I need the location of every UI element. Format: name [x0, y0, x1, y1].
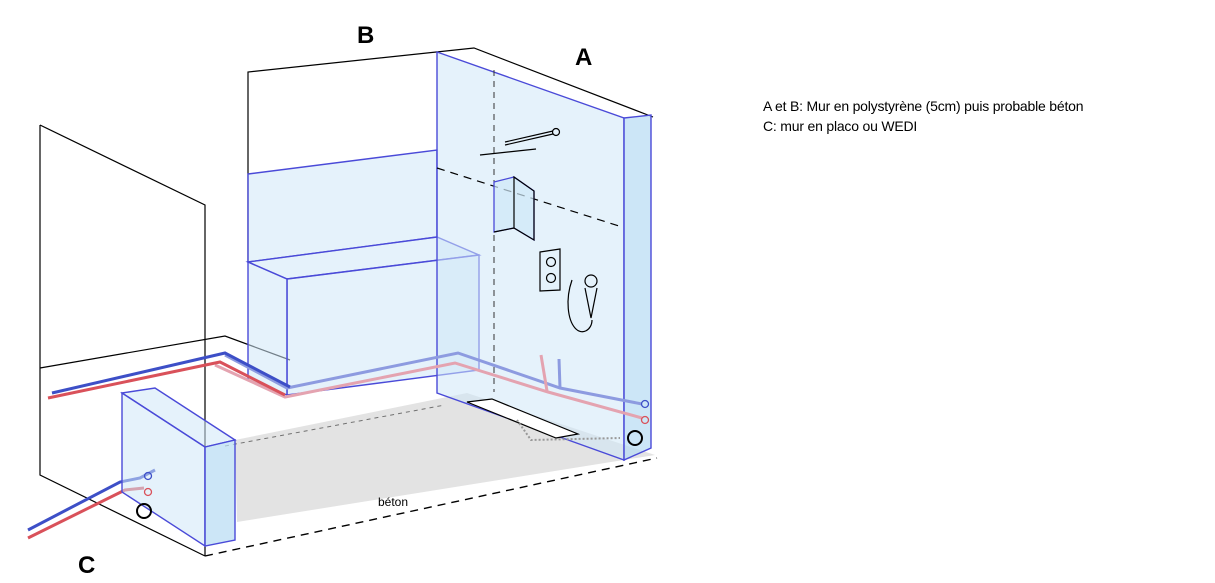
- label-wall-a: A: [575, 44, 592, 71]
- wall-a-diagonal-dashed: [436, 167, 623, 228]
- wall-niche-icon: [493, 175, 535, 242]
- cold-connector-c-icon: [143, 471, 153, 481]
- pipe-hot-upper: [47, 360, 286, 400]
- pipe-riser-cold: [557, 358, 562, 389]
- hand-shower-icon: [567, 274, 598, 333]
- floor-edge-dashed-back: [224, 404, 446, 447]
- wall-a-edge: [623, 114, 652, 462]
- legend-line-c: C: mur en placo ou WEDI: [763, 118, 918, 134]
- wall-a-panel: [436, 51, 625, 461]
- pipe-cold-hidden: [224, 351, 643, 406]
- cold-connector-a-icon: [640, 399, 650, 409]
- pipe-cold-upper: [51, 351, 291, 395]
- floor-edge-dashed-front: [204, 457, 658, 557]
- legend-line-ab: A et B: Mur en polystyrène (5cm) puis pr…: [763, 98, 1084, 114]
- shower-mixer-icon: [539, 248, 561, 292]
- wall-b-outline: [247, 47, 654, 174]
- pipe-hot-hidden: [214, 361, 643, 420]
- drain-outlet-c-icon: [136, 503, 152, 519]
- label-floor: béton: [378, 495, 408, 509]
- label-wall-c: C: [78, 552, 95, 579]
- bench-side: [247, 260, 288, 397]
- wall-c-box-side: [204, 439, 236, 547]
- label-wall-b: B: [357, 22, 374, 49]
- overhead-shower-icon: [479, 127, 561, 156]
- hot-connector-c-icon: [143, 487, 153, 497]
- wall-c-outline-lower: [39, 125, 206, 557]
- hot-connector-a-icon: [640, 415, 650, 425]
- drain-outlet-a-icon: [627, 430, 643, 446]
- pipe-riser-hot: [539, 354, 549, 392]
- linear-drain-icon: [466, 398, 621, 442]
- legend: A et B: Mur en polystyrène (5cm) puis pr…: [763, 96, 1084, 136]
